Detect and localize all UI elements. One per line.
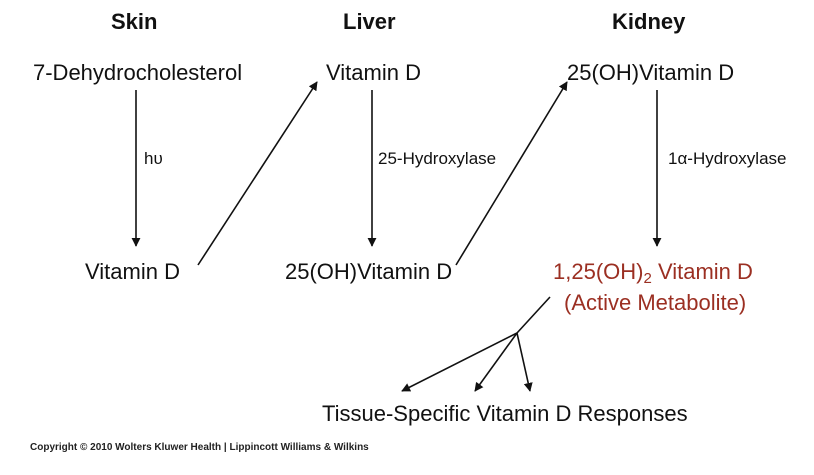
node-active-metabolite-note: (Active Metabolite) [564, 290, 747, 315]
node-7-dehydrocholesterol: 7-Dehydrocholesterol [33, 60, 243, 85]
arrow-skin-to-liver [197, 81, 318, 266]
header-liver: Liver [343, 9, 396, 34]
arrow-liver-to-kidney [455, 81, 568, 266]
node-skin-vitamin-d: Vitamin D [85, 259, 180, 284]
arrow-branch-left [401, 332, 518, 392]
label-25-hydroxylase: 25-Hydroxylase [378, 149, 497, 168]
header-skin: Skin [111, 9, 158, 34]
node-kidney-25oh-vitamin-d: 25(OH)Vitamin D [567, 60, 735, 85]
arrow-branch-middle [474, 332, 518, 392]
node-liver-vitamin-d: Vitamin D [326, 60, 421, 85]
active-metabolite-subscript: 2 [643, 270, 652, 287]
active-metabolite-prefix: 1,25(OH) [553, 259, 644, 284]
node-active-metabolite: 1,25(OH)2 Vitamin D [553, 259, 753, 287]
label-uv-light: hυ [144, 149, 163, 168]
header-kidney: Kidney [612, 9, 686, 34]
node-tissue-responses: Tissue-Specific Vitamin D Responses [322, 401, 688, 426]
copyright-notice: Copyright © 2010 Wolters Kluwer Health |… [30, 442, 369, 453]
node-liver-25oh-vitamin-d: 25(OH)Vitamin D [285, 259, 453, 284]
arrow-branch-right [516, 332, 533, 392]
label-1alpha-hydroxylase: 1α-Hydroxylase [668, 149, 787, 168]
connector-active-to-branch [516, 296, 551, 334]
active-metabolite-suffix: Vitamin D [651, 259, 753, 284]
